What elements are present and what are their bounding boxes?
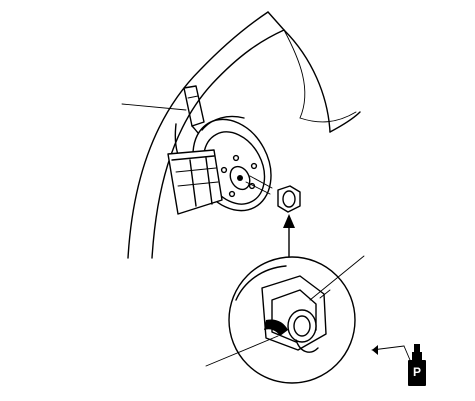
hub-and-studs	[220, 154, 273, 198]
fender-arch	[127, 11, 361, 259]
detail-view	[228, 256, 356, 384]
spindle-nut	[277, 185, 301, 213]
grease-can-label: P	[412, 365, 421, 379]
grease-can-icon	[408, 344, 426, 386]
lubricant-callout	[371, 345, 411, 361]
brake-caliper	[167, 149, 223, 215]
leader-line-nut	[309, 255, 365, 301]
leader-line-stake	[205, 335, 279, 367]
leader-line-strut	[121, 103, 187, 111]
